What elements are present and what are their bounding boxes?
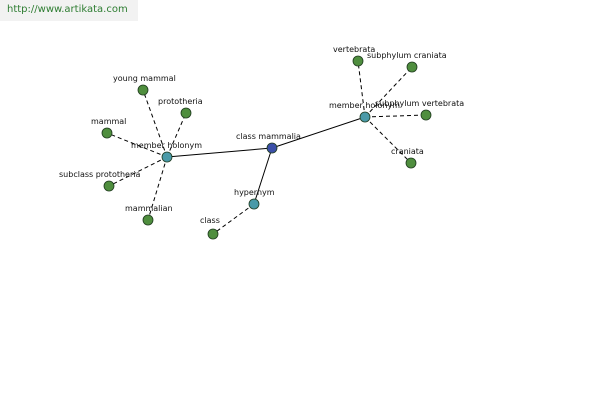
- edge-member-holonym-left-to-young-mammal: [142, 89, 168, 158]
- node-young-mammal[interactable]: [137, 84, 149, 96]
- node-class-mammalia[interactable]: [266, 142, 278, 154]
- edge-member-holonym-right-to-subphylum-vertebrata: [364, 114, 427, 118]
- node-prototheria[interactable]: [180, 107, 192, 119]
- edge-member-holonym-left-to-mammal: [106, 132, 168, 158]
- node-subphylum-craniata[interactable]: [406, 61, 418, 73]
- node-mammal[interactable]: [101, 127, 113, 139]
- node-label-member-holonym-right[interactable]: member holonym: [329, 101, 400, 110]
- edge-member-holonym-left-to-subclass-prototheria: [108, 156, 168, 187]
- node-label-prototheria[interactable]: prototheria: [158, 97, 203, 106]
- node-label-craniata[interactable]: craniata: [391, 147, 424, 156]
- edges-layer: [106, 60, 427, 235]
- node-vertebrata[interactable]: [352, 55, 364, 67]
- node-label-subphylum-craniata[interactable]: subphylum craniata: [367, 51, 447, 60]
- node-member-holonym-right[interactable]: [359, 111, 371, 123]
- node-label-class[interactable]: class: [200, 216, 220, 225]
- edge-class-mammalia-to-member-holonym-right: [271, 116, 366, 149]
- node-class[interactable]: [207, 228, 219, 240]
- node-label-class-mammalia[interactable]: class mammalia: [236, 132, 301, 141]
- node-label-member-holonym-left[interactable]: member holonym: [131, 141, 202, 150]
- edge-member-holonym-right-to-subphylum-craniata: [364, 66, 413, 118]
- edge-class-mammalia-to-hypernym: [253, 147, 273, 205]
- node-subphylum-vertebrata[interactable]: [420, 109, 432, 121]
- node-member-holonym-left[interactable]: [161, 151, 173, 163]
- node-craniata[interactable]: [405, 157, 417, 169]
- watermark-link[interactable]: http://www.artikata.com: [0, 0, 138, 21]
- node-label-mammalian[interactable]: mammalian: [125, 204, 173, 213]
- nodes-layer: [101, 55, 432, 240]
- edge-hypernym-to-class: [212, 203, 255, 235]
- node-label-subclass-prototheria[interactable]: subclass prototheria: [59, 170, 140, 179]
- edge-member-holonym-left-to-prototheria: [166, 112, 187, 158]
- edge-member-holonym-left-to-mammalian: [147, 156, 168, 221]
- edge-member-holonym-right-to-craniata: [364, 116, 412, 164]
- node-label-young-mammal[interactable]: young mammal: [113, 74, 176, 83]
- node-label-vertebrata[interactable]: vertebrata: [333, 45, 375, 54]
- edge-member-holonym-right-to-vertebrata: [357, 60, 366, 118]
- node-mammalian[interactable]: [142, 214, 154, 226]
- node-hypernym[interactable]: [248, 198, 260, 210]
- node-label-mammal[interactable]: mammal: [91, 117, 126, 126]
- node-subclass-prototheria[interactable]: [103, 180, 115, 192]
- edge-class-mammalia-to-member-holonym-left: [166, 147, 273, 158]
- node-label-hypernym[interactable]: hypernym: [234, 188, 275, 197]
- labels-layer: class mammalia member holonym member holon…: [59, 45, 464, 225]
- node-label-subphylum-vertebrata[interactable]: subphylum vertebrata: [375, 99, 464, 108]
